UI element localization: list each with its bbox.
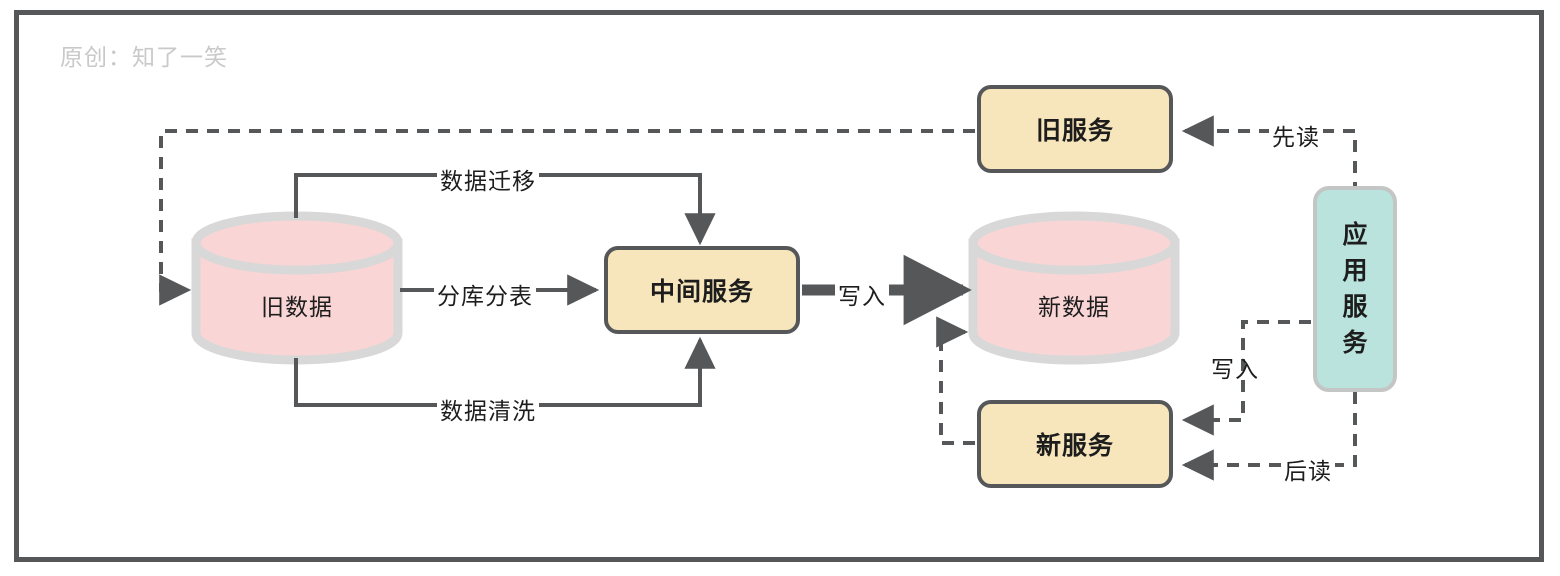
middle-service-label: 中间服务	[649, 278, 754, 306]
edge-label-sharding: 分库分表	[434, 277, 536, 311]
old-service-label: 旧服务	[1035, 117, 1114, 145]
node-old-database[interactable]: 旧数据	[196, 243, 398, 360]
watermark-text: 原创：知了一笑	[60, 44, 228, 70]
node-app-service[interactable]: 应 用 服 务	[1313, 186, 1397, 392]
edge-label-data-migration: 数据迁移	[437, 162, 539, 196]
node-new-database[interactable]: 新数据	[973, 243, 1175, 360]
app-service-label-stack: 应 用 服 务	[1343, 217, 1368, 362]
edge-label-read-first: 先读	[1269, 118, 1323, 152]
edge-label-write-to-new-db: 写入	[835, 277, 889, 311]
edge-new-service-to-new-db	[936, 316, 975, 445]
node-middle-service[interactable]: 中间服务	[604, 246, 800, 334]
edge-old-service-to-old-db	[159, 129, 975, 306]
new-database-label: 新数据	[1038, 294, 1110, 320]
edge-label-data-cleaning: 数据清洗	[437, 392, 539, 426]
app-service-char-4: 务	[1342, 329, 1369, 358]
app-service-char-3: 服	[1342, 293, 1369, 321]
new-service-label: 新服务	[1035, 432, 1114, 460]
app-service-char-2: 用	[1342, 256, 1369, 285]
edge-label-read-later: 后读	[1281, 452, 1335, 486]
edge-label-write-to-new-service: 写入	[1211, 356, 1259, 382]
app-service-char-1: 应	[1342, 220, 1369, 249]
edge-read-later	[1181, 392, 1357, 481]
node-old-service[interactable]: 旧服务	[977, 85, 1173, 173]
old-database-label: 旧数据	[261, 294, 333, 320]
new-database-shape	[968, 211, 1180, 365]
edge-write-to-new-service	[1181, 320, 1311, 436]
node-new-service[interactable]: 新服务	[977, 400, 1173, 488]
edge-read-first	[1181, 115, 1357, 194]
